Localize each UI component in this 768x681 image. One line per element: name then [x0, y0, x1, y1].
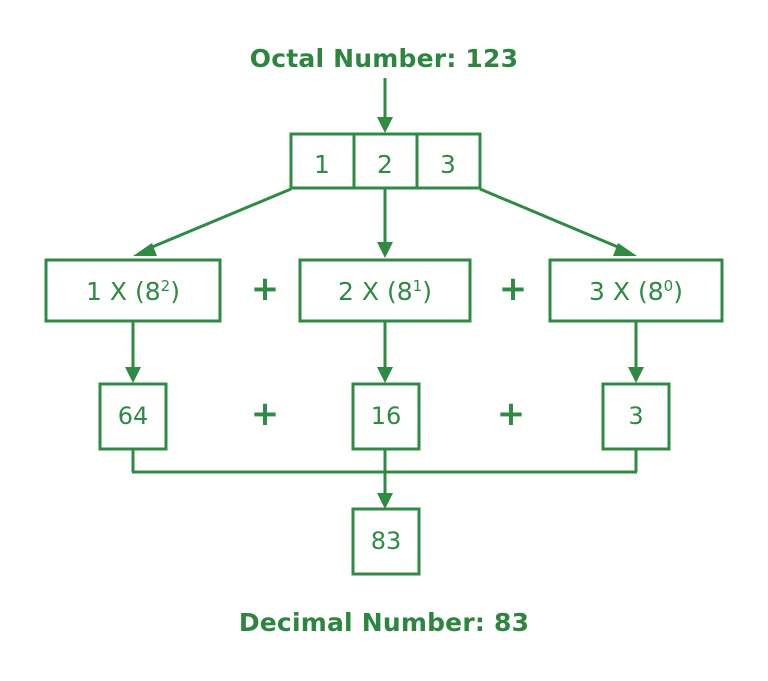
digit-cell-label-2: 3 — [440, 150, 456, 179]
merge-bracket-to-result — [131, 449, 638, 509]
arrow-digit2-to-expr2 — [479, 187, 637, 256]
expression-plus-separator-0: + — [251, 269, 280, 309]
expression-coefficient-0: 1 — [86, 277, 102, 306]
expression-base-close-2: ) — [673, 277, 683, 306]
value-box-2 — [601, 382, 671, 451]
arrow-title-to-digits — [377, 78, 393, 133]
value-box-0 — [98, 382, 168, 451]
value-row: 64 + 16 + 3 — [98, 382, 671, 451]
expression-operator-1: X — [362, 277, 379, 306]
expression-base-open-0: (8 — [135, 277, 161, 306]
arrow-digit0-to-expr0 — [133, 187, 292, 256]
expression-exponent-1: 1 — [413, 277, 423, 295]
digit-cell-label-1: 2 — [377, 150, 393, 179]
expression-plus-separator-1: + — [499, 269, 528, 309]
expression-coefficient-2: 3 — [589, 277, 605, 306]
expression-label-0: 1 X (82) — [86, 277, 180, 306]
value-label-2: 3 — [628, 402, 643, 430]
value-label-1: 16 — [371, 402, 402, 430]
result-box — [351, 507, 421, 576]
expression-base-close-0: ) — [170, 277, 180, 306]
expression-exponent-2: 0 — [664, 277, 674, 295]
result-label: 83 — [371, 527, 402, 555]
expression-operator-0: X — [110, 277, 127, 306]
expression-base-open-2: (8 — [638, 277, 664, 306]
expression-operator-2: X — [613, 277, 630, 306]
arrow-expr0-to-value0 — [125, 321, 141, 383]
page-title-octal: Octal Number: 123 — [250, 44, 518, 73]
arrow-expr1-to-value1 — [377, 321, 393, 383]
value-plus-separator-1: + — [497, 394, 526, 434]
expression-box-1 — [298, 258, 472, 323]
digit-cell-box-2 — [415, 132, 482, 190]
expression-row: 1 X (82) + 2 X (81) + 3 X (80) — [44, 258, 724, 323]
arrow-digit1-to-expr1 — [377, 189, 393, 258]
expression-exponent-0: 2 — [161, 277, 171, 295]
arrow-expr2-to-value2 — [628, 321, 644, 383]
expression-coefficient-1: 2 — [338, 277, 354, 306]
expression-base-close-1: ) — [422, 277, 432, 306]
page-title-decimal: Decimal Number: 83 — [239, 608, 529, 637]
expression-label-1: 2 X (81) — [338, 277, 432, 306]
digit-row: 1 2 3 — [289, 132, 482, 190]
value-plus-separator-0: + — [251, 394, 280, 434]
expression-base-open-1: (8 — [387, 277, 413, 306]
value-label-0: 64 — [118, 402, 149, 430]
expression-label-2: 3 X (80) — [589, 277, 683, 306]
result-row: 83 — [351, 507, 421, 576]
digit-cell-label-0: 1 — [314, 150, 330, 179]
